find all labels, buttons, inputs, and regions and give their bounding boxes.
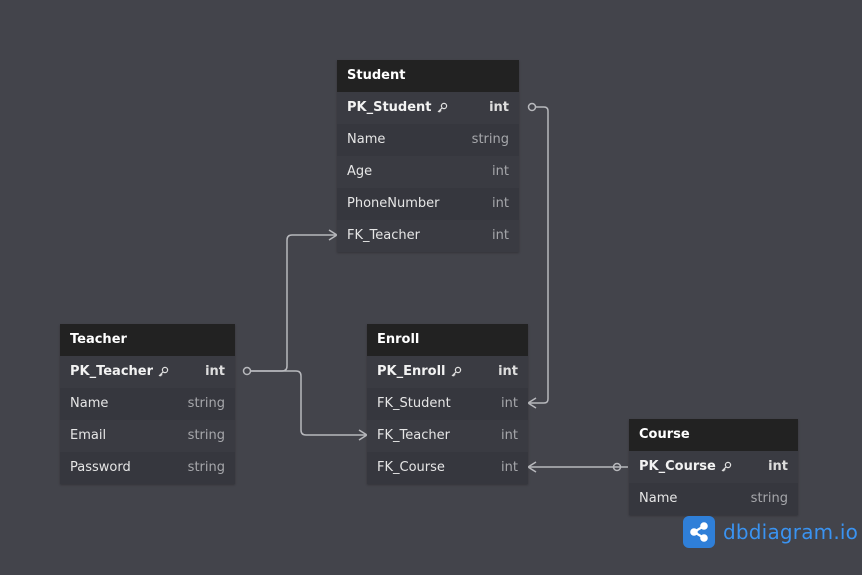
many-marker-enroll-fk-student: [526, 397, 537, 409]
share-graph-icon: [683, 516, 715, 548]
key-icon: [720, 461, 732, 473]
column-row[interactable]: PK_Course int: [629, 451, 798, 483]
many-marker-enroll-fk-teacher: [358, 429, 369, 441]
column-row[interactable]: FK_Teacher int: [337, 220, 519, 252]
table-student[interactable]: Student PK_Student int Name string Age i…: [337, 60, 519, 252]
column-name: FK_Student: [377, 396, 451, 411]
table-title[interactable]: Teacher: [60, 324, 235, 356]
column-row[interactable]: Name string: [60, 388, 235, 420]
column-row[interactable]: PhoneNumber int: [337, 188, 519, 220]
column-type: int: [492, 164, 509, 179]
one-marker-teacher: [242, 366, 252, 376]
column-row[interactable]: FK_Student int: [367, 388, 528, 420]
column-row[interactable]: FK_Teacher int: [367, 420, 528, 452]
key-icon: [436, 102, 448, 114]
column-type: int: [501, 428, 518, 443]
table-title[interactable]: Student: [337, 60, 519, 92]
column-type: string: [750, 491, 788, 506]
column-type: string: [471, 132, 509, 147]
column-name: Password: [70, 460, 131, 475]
many-marker-enroll-fk-course: [526, 461, 537, 473]
column-name: Age: [347, 164, 373, 179]
column-type: string: [187, 428, 225, 443]
column-type: int: [489, 100, 509, 115]
column-type: int: [501, 396, 518, 411]
column-name: Email: [70, 428, 107, 443]
column-row[interactable]: PK_Enroll int: [367, 356, 528, 388]
column-type: string: [187, 460, 225, 475]
column-name: FK_Course: [377, 460, 445, 475]
column-name: PK_Course: [639, 459, 716, 474]
column-name: PK_Enroll: [377, 364, 446, 379]
dbdiagram-logo[interactable]: dbdiagram.io: [683, 516, 858, 548]
column-row[interactable]: PK_Student int: [337, 92, 519, 124]
column-type: int: [498, 364, 518, 379]
column-name: PhoneNumber: [347, 196, 440, 211]
column-type: string: [187, 396, 225, 411]
table-title[interactable]: Course: [629, 419, 798, 451]
column-row[interactable]: FK_Course int: [367, 452, 528, 484]
table-title[interactable]: Enroll: [367, 324, 528, 356]
column-name: PK_Teacher: [70, 364, 154, 379]
logo-text: dbdiagram.io: [723, 520, 859, 544]
column-type: int: [205, 364, 225, 379]
column-row[interactable]: Age int: [337, 156, 519, 188]
table-teacher[interactable]: Teacher PK_Teacher int Name string Email…: [60, 324, 235, 484]
column-row[interactable]: Name string: [629, 483, 798, 515]
column-row[interactable]: Email string: [60, 420, 235, 452]
key-icon: [157, 366, 169, 378]
column-name: PK_Student: [347, 100, 432, 115]
column-name: Name: [639, 491, 678, 506]
column-name: FK_Teacher: [347, 228, 420, 243]
column-type: int: [492, 228, 509, 243]
relationship-teacher-enroll: [251, 370, 367, 436]
one-marker-course: [612, 462, 622, 472]
column-type: int: [501, 460, 518, 475]
table-course[interactable]: Course PK_Course int Name string: [629, 419, 798, 515]
column-row[interactable]: PK_Teacher int: [60, 356, 235, 388]
column-name: FK_Teacher: [377, 428, 450, 443]
one-marker-student: [527, 102, 537, 112]
table-enroll[interactable]: Enroll PK_Enroll int FK_Student int FK_T…: [367, 324, 528, 484]
relationship-student-enroll: [528, 106, 549, 404]
key-icon: [450, 366, 462, 378]
column-name: Name: [70, 396, 109, 411]
relationship-teacher-student: [251, 234, 337, 372]
column-row[interactable]: Name string: [337, 124, 519, 156]
column-type: int: [768, 459, 788, 474]
column-name: Name: [347, 132, 386, 147]
column-type: int: [492, 196, 509, 211]
column-row[interactable]: Password string: [60, 452, 235, 484]
many-marker-student-fk-teacher: [328, 229, 339, 241]
